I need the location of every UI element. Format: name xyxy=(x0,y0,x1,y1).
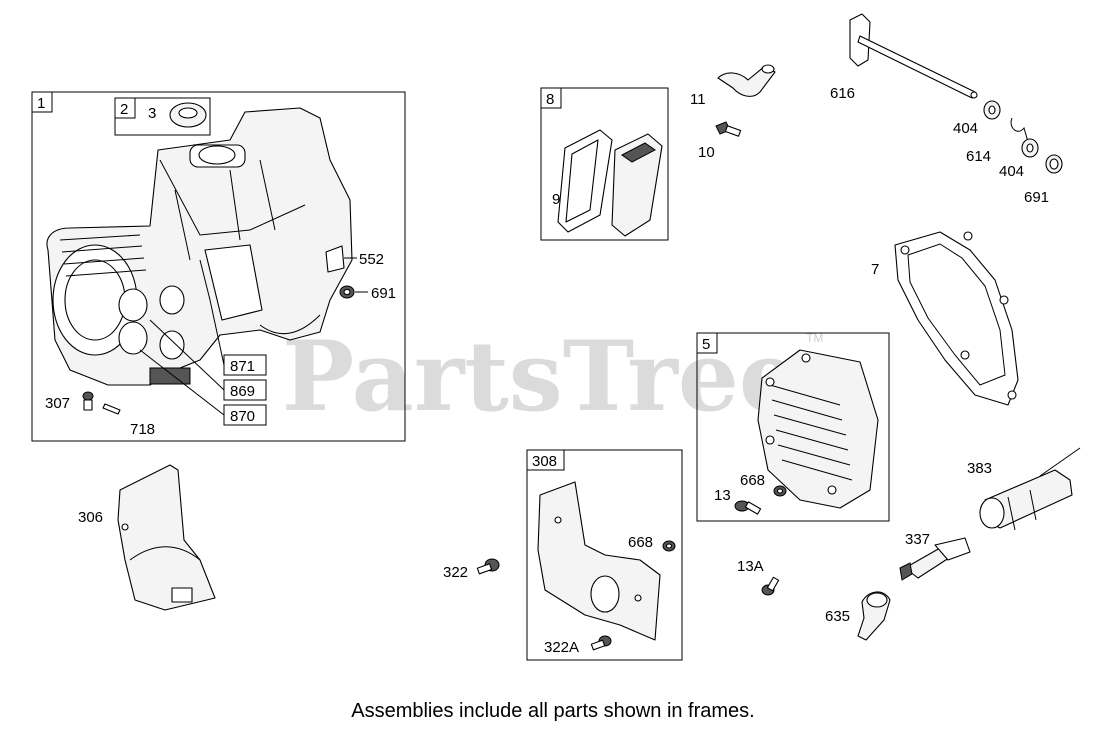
spark-plug-337-part[interactable] xyxy=(899,537,971,581)
washer-404a-part[interactable] xyxy=(983,100,1001,120)
screw-10-part[interactable] xyxy=(715,121,742,137)
callout-306[interactable]: 306 xyxy=(78,509,103,526)
head-gasket-7-part[interactable] xyxy=(894,231,1019,406)
screw-322-part[interactable] xyxy=(476,558,500,575)
washer-668b-part[interactable] xyxy=(662,540,676,552)
frame-5-cylinder-head[interactable]: 5 668 13 xyxy=(696,332,890,522)
callout-635[interactable]: 635 xyxy=(825,608,850,625)
frame-308-label: 308 xyxy=(532,453,557,470)
frame-2-label: 2 xyxy=(120,101,128,118)
callout-11[interactable]: 11 xyxy=(690,91,706,108)
breather-tube-11-part[interactable] xyxy=(717,64,776,97)
callout-337[interactable]: 337 xyxy=(905,531,930,548)
footer-note: Assemblies include all parts shown in fr… xyxy=(351,700,755,722)
callout-13[interactable]: 13 xyxy=(714,487,731,504)
housing-308-part[interactable] xyxy=(537,481,661,641)
pin-718-part[interactable] xyxy=(102,403,121,415)
washer-691b-part[interactable] xyxy=(1045,154,1063,174)
callout-322[interactable]: 322 xyxy=(443,564,468,581)
callout-668b[interactable]: 668 xyxy=(628,534,653,551)
frame-308-housing[interactable]: 308 668 322A xyxy=(526,449,683,661)
callout-869[interactable]: 869 xyxy=(230,383,255,400)
part-383[interactable] xyxy=(979,447,1081,531)
hitch-pin-614-part[interactable] xyxy=(1010,117,1029,143)
frame-8-label: 8 xyxy=(546,91,554,108)
callout-322A[interactable]: 322A xyxy=(544,639,579,656)
callout-718[interactable]: 718 xyxy=(130,421,155,438)
callout-7[interactable]: 7 xyxy=(871,261,879,278)
callout-668a[interactable]: 668 xyxy=(740,472,765,489)
callout-691a[interactable]: 691 xyxy=(371,285,396,302)
washer-404b-part[interactable] xyxy=(1021,138,1039,158)
callout-614[interactable]: 614 xyxy=(966,148,991,165)
screw-307-part[interactable] xyxy=(82,391,94,411)
screw-13-part[interactable] xyxy=(734,500,762,515)
watermark-tm: TM xyxy=(806,331,823,345)
baffle-306-part[interactable] xyxy=(117,464,216,611)
cylinder-head-part[interactable] xyxy=(757,349,879,509)
screw-322A-part[interactable] xyxy=(590,635,612,651)
washer-668a-part[interactable] xyxy=(773,485,787,497)
callout-3[interactable]: 3 xyxy=(148,105,156,122)
washer-691-part[interactable] xyxy=(339,285,355,299)
callout-691b[interactable]: 691 xyxy=(1024,189,1049,206)
frame-5-label: 5 xyxy=(702,336,710,353)
callout-9[interactable]: 9 xyxy=(552,191,560,208)
cylinder-block-part[interactable] xyxy=(46,107,353,386)
frame-8-gasket-kit[interactable]: 8 9 xyxy=(540,87,669,241)
callout-307[interactable]: 307 xyxy=(45,395,70,412)
governor-shaft-616-part[interactable] xyxy=(849,13,978,99)
frame-1-label: 1 xyxy=(37,95,45,112)
watermark: PartsTree xyxy=(282,320,800,433)
callout-10[interactable]: 10 xyxy=(698,144,715,161)
callout-404a[interactable]: 404 xyxy=(953,120,978,137)
callout-552[interactable]: 552 xyxy=(359,251,384,268)
frame-1-cylinder-block[interactable]: 1 2 3 552 xyxy=(31,91,406,442)
callout-13A[interactable]: 13A xyxy=(737,558,764,575)
callout-871[interactable]: 871 xyxy=(230,358,255,375)
callout-870[interactable]: 870 xyxy=(230,408,255,425)
screw-13A-part[interactable] xyxy=(761,576,780,596)
callout-383[interactable]: 383 xyxy=(967,460,992,477)
gasket-552-part[interactable] xyxy=(325,245,345,273)
spark-plug-boot-635-part[interactable] xyxy=(857,591,891,641)
callout-616[interactable]: 616 xyxy=(830,85,855,102)
oil-seal-part[interactable] xyxy=(169,102,207,128)
callout-404b[interactable]: 404 xyxy=(999,163,1024,180)
